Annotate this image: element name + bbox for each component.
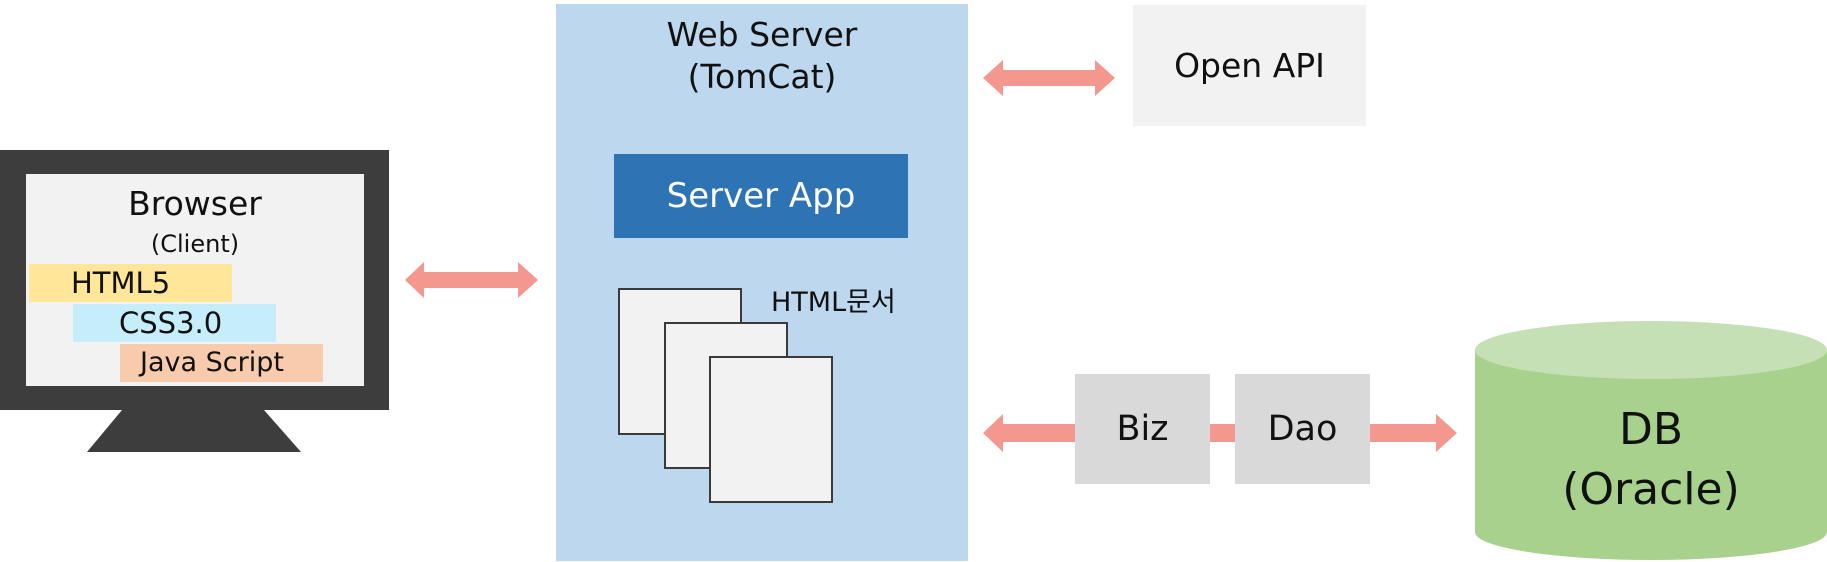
db-cylinder-body bbox=[1475, 350, 1827, 560]
arrow-biz-to-server bbox=[983, 414, 1075, 452]
html-document-page bbox=[709, 356, 833, 503]
web-server-title-line1: Web Server bbox=[666, 15, 858, 54]
biz-box: Biz bbox=[1075, 374, 1210, 484]
web-server-title: Web Server (TomCat) bbox=[556, 14, 968, 98]
browser-title: Browser bbox=[128, 184, 262, 223]
monitor-stand bbox=[87, 410, 301, 452]
tag-javascript: Java Script bbox=[120, 344, 323, 382]
db-cylinder-top bbox=[1475, 321, 1827, 379]
arrow-server-openapi bbox=[983, 60, 1115, 96]
html-documents-label: HTML문서 bbox=[771, 287, 896, 318]
arrow-browser-server bbox=[405, 262, 538, 298]
tag-css3: CSS3.0 bbox=[73, 304, 276, 342]
dao-box: Dao bbox=[1235, 374, 1370, 484]
arrow-dao-to-db bbox=[1370, 414, 1457, 452]
db-label: DB (Oracle) bbox=[1475, 400, 1827, 520]
db-label-line1: DB bbox=[1618, 404, 1684, 455]
browser-subtitle: (Client) bbox=[150, 230, 240, 258]
open-api-box: Open API bbox=[1133, 5, 1366, 126]
tag-html5: HTML5 bbox=[29, 264, 232, 302]
connector-biz-dao bbox=[1210, 424, 1235, 442]
server-app-box: Server App bbox=[614, 154, 908, 238]
db-label-line2: (Oracle) bbox=[1562, 464, 1740, 515]
web-server-title-line2: (TomCat) bbox=[687, 57, 837, 96]
